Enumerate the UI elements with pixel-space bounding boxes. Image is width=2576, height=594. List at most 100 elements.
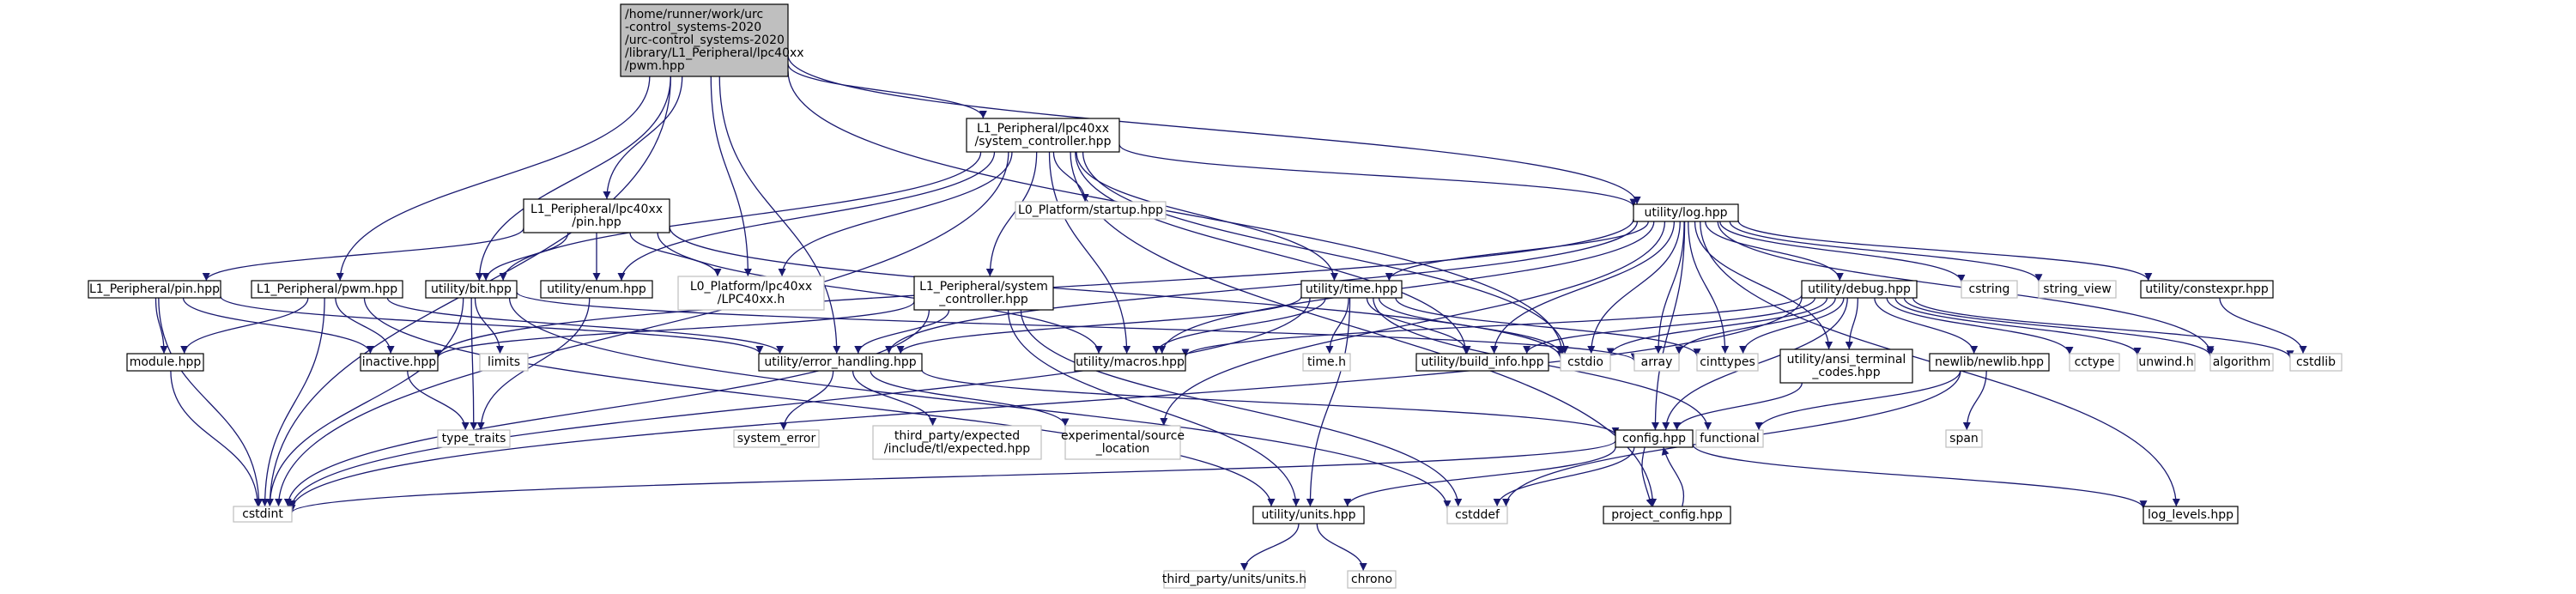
node-module[interactable]: module.hpp	[126, 353, 204, 372]
edge-line	[499, 151, 982, 282]
edge-sysctl-to-cstdio	[1082, 151, 1569, 355]
edge-line	[617, 151, 996, 282]
edge-line	[896, 296, 1302, 355]
node-label-line: array	[1641, 355, 1673, 369]
node-label-line: third_party/units/units.h	[1162, 573, 1306, 586]
node-pinl[interactable]: L1_Peripheral/lpc40xx/pin.hpp	[523, 198, 670, 233]
node-box	[1560, 353, 1611, 372]
edge-l1pin-to-cstdint	[158, 297, 264, 507]
node-box	[2143, 506, 2239, 524]
node-time[interactable]: utility/time.hpp	[1300, 280, 1403, 299]
edge-line	[1493, 446, 1635, 507]
edge-sysctl-to-startup	[1052, 151, 1089, 203]
node-label-line: log_levels.hpp	[2148, 508, 2234, 522]
node-sysctl[interactable]: L1_Peripheral/lpc40xx/system_controller.…	[966, 118, 1120, 153]
edge-line	[261, 297, 325, 507]
node-macros[interactable]: utility/macros.hpp	[1074, 353, 1186, 372]
edges-layer	[155, 55, 2307, 572]
edge-line	[476, 297, 591, 431]
node-label-line: utility/time.hpp	[1306, 282, 1397, 296]
node-l1pin[interactable]: L1_Peripheral/pin.hpp	[88, 280, 221, 299]
edge-line	[885, 221, 1639, 355]
edge-line	[1692, 444, 2148, 509]
edge-line	[336, 76, 651, 282]
edge-module-to-cstdint	[170, 370, 262, 507]
edge-line	[1705, 221, 1844, 282]
node-constexpr[interactable]: utility/constexpr.hpp	[2140, 280, 2274, 299]
edge-line	[1886, 297, 2074, 355]
node-config[interactable]: config.hpp	[1615, 429, 1694, 448]
edge-time-to-cstdint	[288, 297, 1311, 508]
node-label-line: span	[1949, 432, 1979, 446]
edge-line	[470, 297, 478, 431]
edge-line	[1378, 297, 1565, 355]
node-projconf[interactable]: project_config.hpp	[1603, 506, 1731, 524]
edge-debug-to-macros	[1181, 294, 1803, 357]
node-label-line: /include/tl/expected.hpp	[884, 442, 1030, 456]
node-box	[1633, 203, 1739, 222]
edge-debug-to-cctype	[1886, 297, 2074, 355]
node-box	[1252, 506, 1365, 524]
edge-line	[1325, 297, 1349, 355]
edge-l1sys-to-cstddef	[1020, 309, 1463, 507]
edge-line	[1729, 221, 2043, 282]
edge-errh-to-config	[921, 369, 1620, 436]
node-cstdint: cstdint	[233, 506, 293, 523]
node-box	[523, 198, 670, 233]
edge-log-to-time	[1385, 221, 1649, 282]
node-box	[1633, 353, 1680, 372]
node-inactive[interactable]: inactive.hpp	[360, 353, 439, 372]
edge-line	[288, 439, 1616, 513]
node-box	[677, 276, 825, 311]
edge-sysctl-to-enum	[617, 151, 996, 282]
node-box	[2069, 353, 2120, 372]
edge-line	[787, 64, 987, 119]
edge-sysctl-to-buildinfo	[1075, 151, 1470, 355]
node-label-line: algorithm	[2213, 355, 2271, 369]
edge-line	[870, 370, 1070, 427]
node-buildinfo[interactable]: utility/build_info.hpp	[1415, 353, 1549, 372]
edge-line	[603, 76, 683, 200]
edge-line	[1894, 297, 2142, 356]
edge-line	[710, 76, 752, 277]
node-label-line: utility/error_handling.hpp	[764, 355, 916, 369]
edge-bit-to-type_traits	[470, 297, 478, 431]
edge-debug-to-unwind	[1894, 297, 2142, 356]
node-label-line: chrono	[1351, 573, 1392, 586]
node-loglevels[interactable]: log_levels.hpp	[2143, 506, 2239, 524]
node-units[interactable]: utility/units.hpp	[1252, 506, 1365, 524]
edge-root-to-lpc40	[710, 76, 752, 277]
edge-line	[1912, 297, 2294, 359]
node-chrono: chrono	[1347, 570, 1397, 589]
edge-log-to-cstring	[1719, 221, 1966, 282]
node-l1sys[interactable]: L1_Peripheral/system_controller.hpp	[913, 276, 1054, 311]
node-log[interactable]: utility/log.hpp	[1633, 203, 1739, 222]
node-debug[interactable]: utility/debug.hpp	[1801, 280, 1918, 299]
edge-root-to-sysctl	[787, 64, 987, 119]
node-l1pwm[interactable]: L1_Peripheral/pwm.hpp	[251, 280, 403, 299]
node-bit[interactable]: utility/bit.hpp	[425, 280, 518, 299]
edge-l1pwm-to-module	[180, 297, 309, 355]
edge-line	[275, 151, 1009, 507]
edge-line	[1673, 382, 1803, 431]
edge-line	[155, 297, 168, 355]
edge-bit-to-cstdint	[265, 297, 464, 507]
edge-time-to-macros	[1152, 297, 1326, 355]
node-label-line: unwind.h	[2138, 355, 2193, 369]
edge-log-to-debug	[1705, 221, 1844, 282]
node-errh[interactable]: utility/error_handling.hpp	[758, 353, 923, 372]
edge-line	[283, 309, 930, 507]
node-label-line: utility/enum.hpp	[547, 282, 646, 296]
edge-line	[1048, 151, 1131, 355]
edge-debug-to-cinttypes	[1739, 297, 1845, 355]
edge-root-to-l1pwm	[336, 76, 651, 282]
node-ansi[interactable]: utility/ansi_terminal_codes.hpp	[1779, 349, 1913, 384]
edge-line	[1240, 523, 1300, 572]
node-newlib[interactable]: newlib/newlib.hpp	[1929, 353, 2050, 372]
node-enum[interactable]: utility/enum.hpp	[540, 280, 653, 299]
node-box	[1695, 429, 1764, 448]
edge-config-to-cstdint	[288, 439, 1616, 513]
node-box	[1961, 280, 2018, 299]
node-label-line: project_config.hpp	[1611, 508, 1723, 522]
edge-sysctl-to-cstdint	[275, 151, 1009, 507]
